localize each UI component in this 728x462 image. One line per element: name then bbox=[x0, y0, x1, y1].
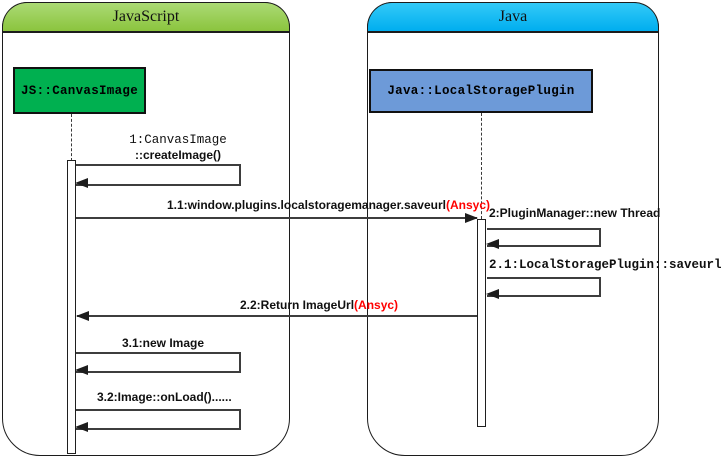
message-1-1-label-async: (Ansyc) bbox=[445, 198, 490, 212]
message-3-1-self-arrow bbox=[75, 352, 241, 375]
message-2-2-label: 2.2:Return ImageUrl(Ansyc) bbox=[240, 298, 398, 312]
message-2-2-label-async: (Ansyc) bbox=[354, 298, 399, 312]
message-3-2-self-arrow bbox=[75, 409, 241, 432]
message-2-2-arrowhead-icon bbox=[76, 311, 89, 321]
javascript-lifeline bbox=[71, 114, 72, 161]
message-2-2-label-text: 2.2:Return ImageUrl bbox=[240, 298, 355, 312]
message-1-1-arrowhead-icon bbox=[465, 213, 478, 223]
message-2-arrowhead-icon bbox=[486, 239, 499, 249]
message-3-1-label: 3.1:new Image bbox=[122, 336, 205, 350]
message-1-1-arrow bbox=[76, 213, 478, 223]
message-1-1-label: 1.1:window.plugins.localstoragemanager.s… bbox=[167, 198, 490, 212]
java-lifeline bbox=[481, 113, 482, 219]
canvasimage-object-box: JS::CanvasImage bbox=[13, 67, 146, 114]
javascript-frame-header: JavaScript bbox=[2, 2, 290, 33]
message-2-1-arrowhead-icon bbox=[486, 289, 499, 299]
message-1-arrowhead-icon bbox=[75, 178, 88, 188]
localstorageplugin-object-label: Java::LocalStoragePlugin bbox=[387, 84, 575, 98]
message-1-self-arrow bbox=[75, 164, 241, 188]
java-frame-title: Java bbox=[498, 8, 528, 25]
message-1-label-line1: 1:CanvasImage bbox=[129, 133, 227, 147]
canvasimage-object-label: JS::CanvasImage bbox=[20, 83, 139, 98]
message-2-1-self-arrow bbox=[486, 277, 601, 299]
message-2-1-label: 2.1:LocalStoragePlugin::saveurl bbox=[489, 258, 722, 272]
message-1-label: 1:CanvasImage ::createImage() bbox=[98, 133, 258, 163]
message-1-1-label-text: 1.1:window.plugins.localstoragemanager.s… bbox=[167, 198, 446, 212]
message-1-label-line2: ::createImage() bbox=[134, 148, 222, 162]
message-2-self-arrow bbox=[486, 228, 601, 249]
message-2-label: 2:PluginManager::new Thread bbox=[489, 206, 661, 220]
java-frame-header: Java bbox=[367, 2, 659, 33]
javascript-frame-title: JavaScript bbox=[112, 8, 180, 25]
message-3-2-label: 3.2:Image::onLoad()...... bbox=[97, 390, 232, 404]
message-3-2-arrowhead-icon bbox=[75, 422, 88, 432]
javascript-activation-bar bbox=[67, 160, 76, 454]
message-3-1-arrowhead-icon bbox=[75, 365, 88, 375]
localstorageplugin-object-box: Java::LocalStoragePlugin bbox=[369, 69, 593, 113]
message-2-2-arrow bbox=[76, 311, 477, 321]
java-activation-bar bbox=[477, 219, 486, 427]
